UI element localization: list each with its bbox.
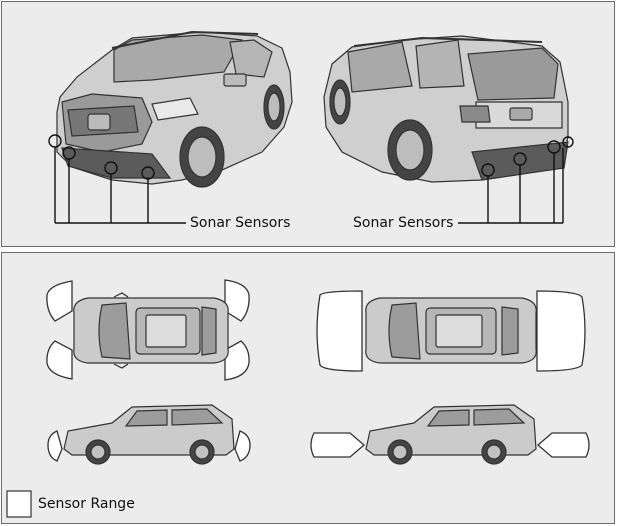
front-rear-range-side-view [311, 405, 589, 464]
sensor-location-illustration [2, 2, 615, 247]
front-vehicle-view [57, 32, 292, 187]
vehicle-top-view-left [74, 293, 228, 368]
corner-range-top-view [47, 280, 249, 380]
legend-label: Sensor Range [38, 496, 135, 512]
vehicle-side-view-right [366, 405, 536, 464]
corner-range-side-view [48, 405, 250, 464]
rear-sonar-label: Sonar Sensors [353, 215, 453, 231]
sensor-location-panel: Sonar Sensors Sonar Sensors [1, 1, 615, 247]
front-sonar-label: Sonar Sensors [190, 215, 290, 231]
rear-vehicle-view [324, 36, 568, 182]
sensor-range-panel: Sensor Range [1, 252, 615, 524]
sensor-range-illustration [2, 253, 615, 524]
vehicle-side-view-left [64, 405, 234, 464]
legend-swatch [7, 491, 31, 517]
front-rear-range-top-view [317, 291, 585, 371]
vehicle-top-view-right [366, 298, 536, 363]
